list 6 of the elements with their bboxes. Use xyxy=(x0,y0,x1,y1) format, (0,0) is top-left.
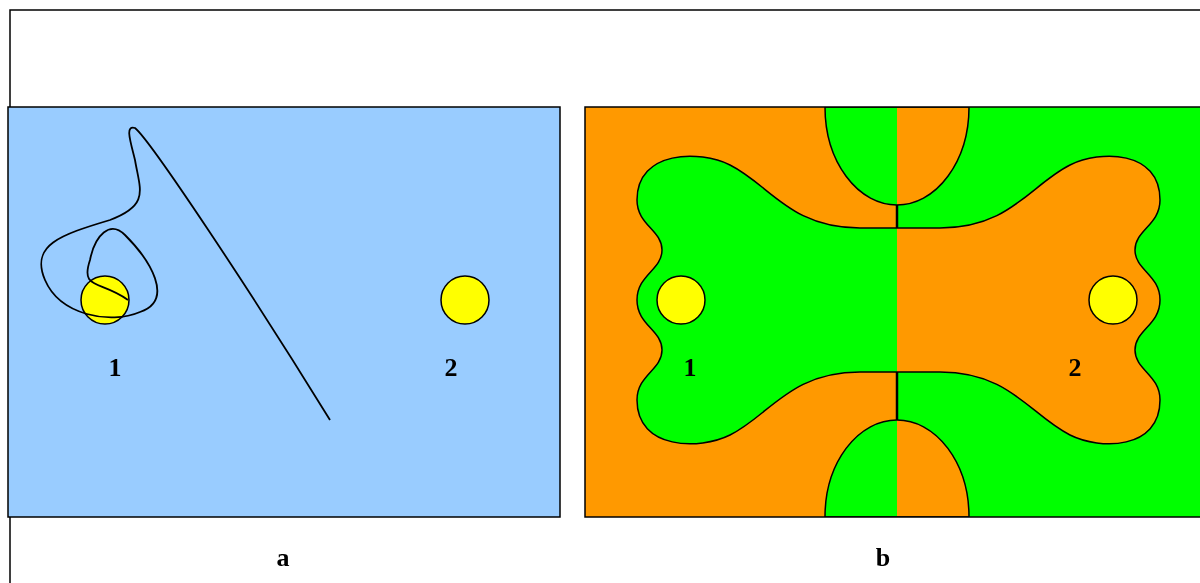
point-label: 2 xyxy=(444,353,458,383)
panel-label: a xyxy=(276,543,290,573)
point-label: 1 xyxy=(108,353,122,383)
point-label: 2 xyxy=(1068,353,1082,383)
point-label: 1 xyxy=(683,353,697,383)
panel-label: b xyxy=(875,543,891,573)
